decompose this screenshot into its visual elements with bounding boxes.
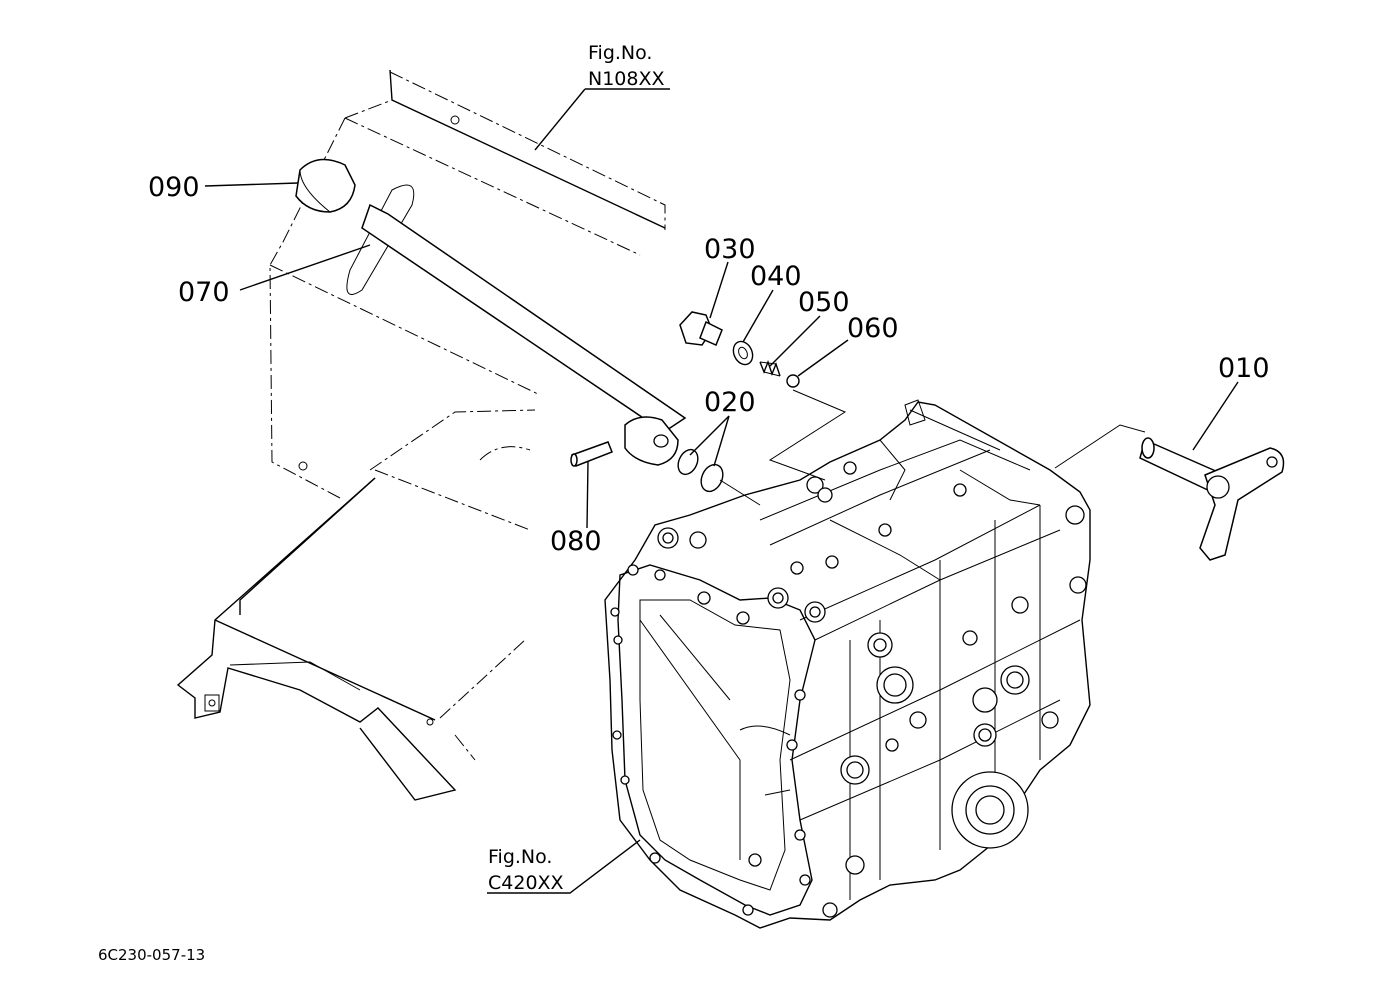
label-040: 040 (750, 261, 802, 292)
label-060: 060 (847, 313, 899, 344)
leader-n108xx (534, 88, 670, 151)
label-030: 030 (704, 234, 756, 265)
label-070: 070 (178, 277, 230, 308)
fig-ref-n108xx-line2: N108XX (588, 68, 665, 90)
leader-lines (204, 88, 1239, 894)
drawing-code: 6C230-057-13 (98, 946, 205, 964)
lower-tunnel-panel (176, 409, 536, 801)
label-020: 020 (704, 387, 756, 418)
leader-040 (742, 289, 774, 343)
leader-070 (239, 244, 371, 291)
upper-cover-panel (269, 69, 666, 499)
fig-ref-c420xx-line2: C420XX (488, 872, 564, 894)
part-020-o-rings (677, 448, 724, 493)
leader-090 (204, 182, 299, 187)
fig-ref-n108xx-line1: Fig.No. (588, 42, 652, 64)
part-050-spring (759, 359, 781, 377)
part-060-ball (786, 374, 800, 388)
leader-020a (689, 415, 730, 456)
leader-c420xx (487, 839, 641, 894)
transmission-case (604, 399, 1091, 929)
shift-arm-guide-line (1054, 424, 1146, 469)
label-010: 010 (1218, 353, 1270, 384)
label-090: 090 (148, 172, 200, 203)
leader-020b (713, 415, 730, 467)
detent-assembly-guide-line (768, 389, 847, 481)
part-070-lever (361, 203, 687, 466)
part-090-knob (295, 158, 356, 213)
part-040-washer (732, 340, 754, 366)
leader-080 (586, 461, 589, 529)
leader-050 (769, 315, 821, 367)
pin-guide-line (719, 479, 761, 506)
label-080: 080 (550, 526, 602, 557)
part-010-shift-arm (1139, 437, 1285, 561)
leader-030 (709, 261, 729, 319)
leader-060 (797, 339, 849, 377)
part-030-bolt (679, 311, 723, 346)
fig-ref-c420xx-line1: Fig.No. (488, 846, 552, 868)
label-050: 050 (798, 287, 850, 318)
part-080-pin (570, 441, 613, 467)
leader-010 (1192, 381, 1239, 451)
